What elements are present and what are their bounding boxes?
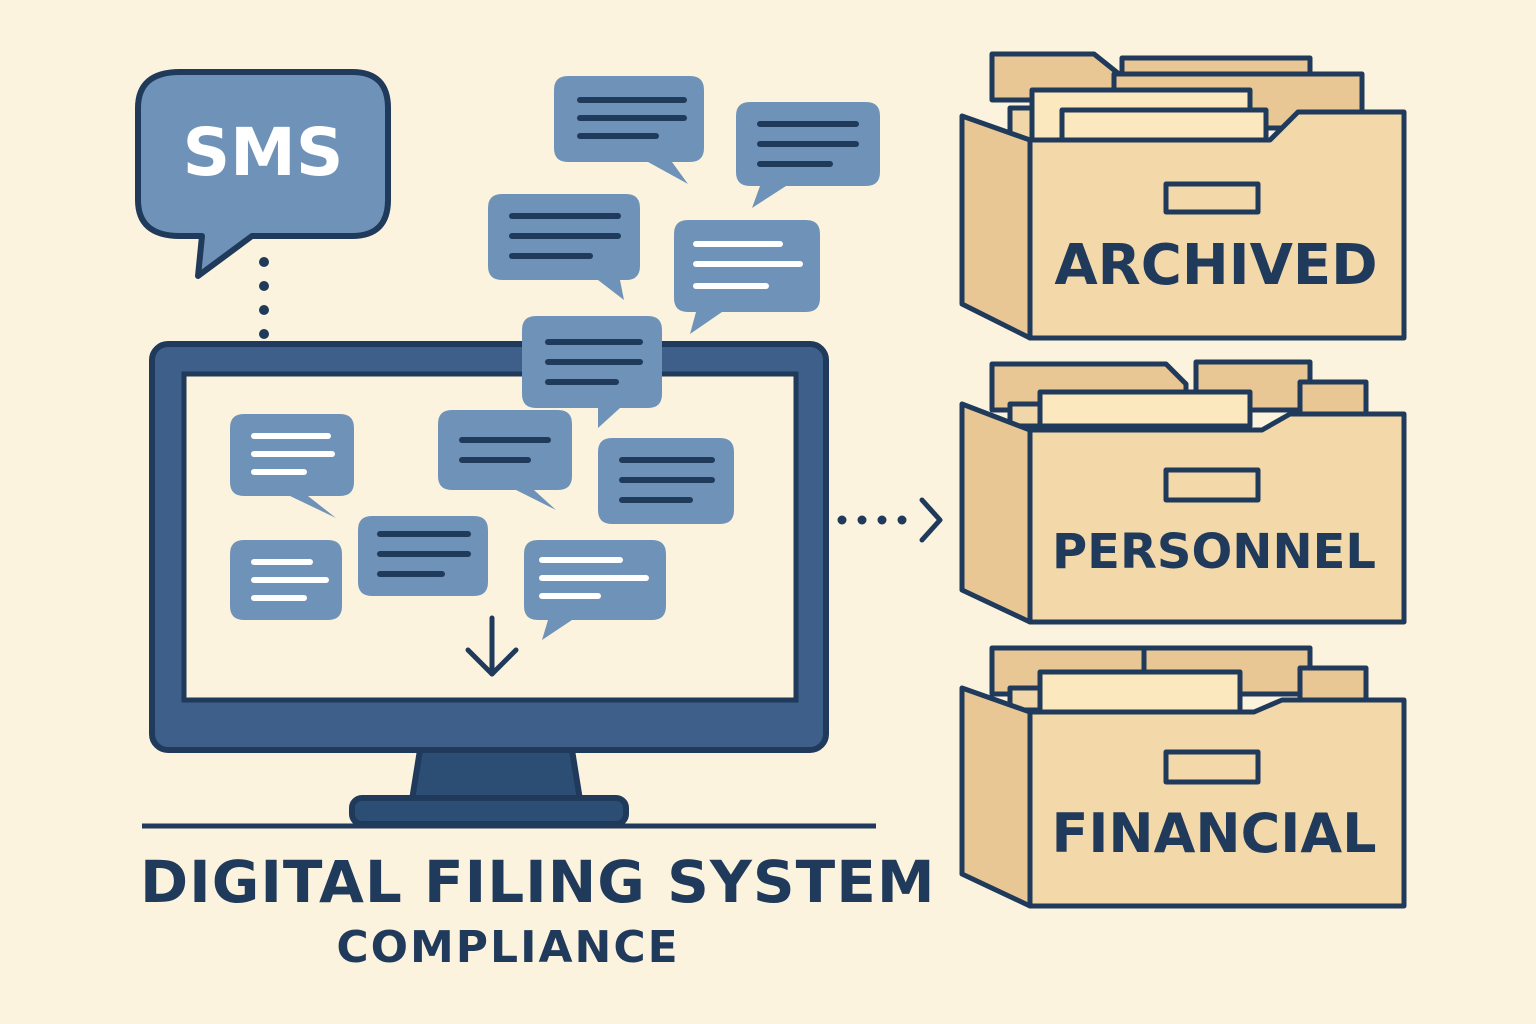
cabinet-label-personnel: PERSONNEL (1052, 524, 1376, 580)
chat-bubble-icon (230, 414, 354, 518)
file-cabinet-icon: PERSONNEL (959, 359, 1407, 625)
page-title: DIGITAL FILING SYSTEM (140, 848, 936, 916)
chat-bubble-icon (522, 316, 662, 428)
down-arrow-icon (465, 615, 519, 677)
chat-bubble-icon (488, 194, 640, 300)
cabinet-label-archived: ARCHIVED (1054, 233, 1377, 298)
dotted-connector (259, 257, 269, 339)
chat-bubble-icon (674, 220, 820, 334)
chat-bubble-icon (736, 102, 880, 208)
chat-bubble-icon (358, 516, 488, 596)
sms-label: SMS (183, 114, 344, 191)
sms-bubble-icon: SMS (135, 69, 391, 279)
page-subtitle: COMPLIANCE (336, 922, 680, 973)
chat-bubble-icon (598, 438, 734, 524)
chat-bubble-icon (230, 540, 342, 620)
file-cabinet-icon: FINANCIAL (959, 645, 1407, 909)
chat-bubble-icon (524, 540, 666, 640)
cabinet-label-financial: FINANCIAL (1051, 802, 1376, 865)
chat-bubble-icon (438, 410, 572, 510)
chat-bubble-icon (554, 76, 704, 184)
file-cabinet-icon: ARCHIVED (959, 51, 1407, 341)
right-arrow-icon (837, 497, 943, 543)
